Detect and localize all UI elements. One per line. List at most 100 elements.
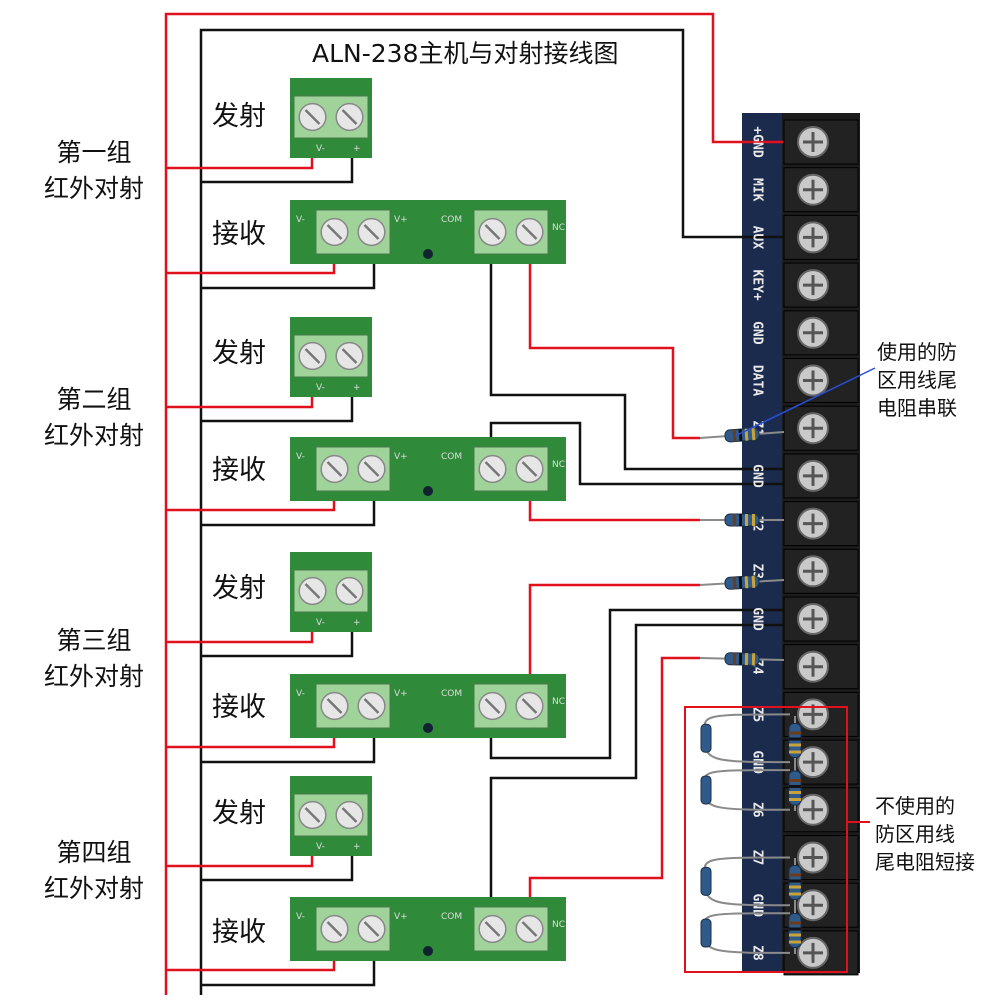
resistor-body bbox=[788, 865, 802, 900]
screw-slot bbox=[484, 224, 501, 240]
detector-boards: V-+V-+V-+V-+V-V+COMNCV-V+COMNCV-V+COMNCV… bbox=[290, 78, 566, 961]
end-of-line-resistors bbox=[699, 427, 802, 954]
terminal-label: MIK bbox=[750, 178, 765, 202]
used-note-line-2: 区用线尾 bbox=[877, 368, 957, 392]
unused-note-line-2: 防区用线 bbox=[875, 822, 955, 846]
terminal-6: Z1 bbox=[750, 405, 859, 451]
receiver-nc-label: NC bbox=[552, 223, 565, 233]
resistor-z5-short bbox=[788, 716, 802, 765]
group-2-type: 红外对射 bbox=[43, 421, 144, 450]
resistor-band bbox=[789, 798, 801, 801]
resistor-band bbox=[789, 921, 801, 925]
used-note-pointer bbox=[734, 367, 876, 437]
resistor-band bbox=[789, 791, 801, 794]
screw-slot bbox=[304, 109, 321, 125]
loop-resistor-z7 bbox=[700, 856, 791, 907]
resistor-band bbox=[789, 743, 801, 747]
receiver-nc-label: NC bbox=[552, 920, 565, 930]
resistor-band bbox=[789, 779, 801, 782]
power-bus-red bbox=[164, 12, 784, 995]
resistor-capsule bbox=[700, 866, 712, 896]
terminal-label: GND bbox=[750, 607, 765, 631]
receiver-v-minus-label: V- bbox=[296, 912, 305, 922]
transmitter-terminal-block bbox=[293, 569, 369, 613]
used-note-line-1: 使用的防 bbox=[877, 340, 957, 364]
resistor-body bbox=[700, 866, 712, 896]
screw-slot bbox=[363, 461, 380, 477]
used-note-line-3: 电阻串联 bbox=[877, 396, 957, 420]
transmitter-2-label: 发射 bbox=[212, 338, 266, 369]
board-hole bbox=[423, 486, 433, 496]
transmitter-3-label: 发射 bbox=[212, 573, 266, 604]
terminal-17: Z8 bbox=[750, 930, 859, 976]
resistor-body bbox=[788, 770, 802, 806]
resistor-band bbox=[789, 750, 801, 754]
receiver-2-label: 接收 bbox=[212, 455, 266, 486]
resistor-band bbox=[789, 927, 801, 931]
receiver-power-block bbox=[315, 906, 391, 952]
used-zone-note: 使用的防 区用线尾 电阻串联 bbox=[877, 338, 957, 422]
terminal-label: +GND bbox=[750, 126, 765, 157]
terminal-7: GND bbox=[750, 453, 859, 499]
resistor-capsule bbox=[700, 918, 712, 948]
screw-slot bbox=[341, 348, 358, 364]
power-bus-black bbox=[199, 28, 784, 995]
group-1-label: 第一组 红外对射 bbox=[24, 135, 164, 207]
screw-slot bbox=[326, 224, 343, 240]
receiver-v-plus-label: V+ bbox=[394, 215, 408, 225]
screw-slot bbox=[326, 698, 343, 714]
resistor-band bbox=[732, 576, 737, 590]
receiver-power-block bbox=[315, 446, 391, 492]
resistor-band bbox=[738, 652, 743, 665]
transmitter-v-plus-label: + bbox=[353, 144, 361, 154]
terminal-11: Z4 bbox=[750, 644, 859, 690]
wires bbox=[164, 12, 784, 995]
resistor-body bbox=[724, 427, 760, 443]
rx3-nc-to-z3 bbox=[528, 583, 700, 698]
resistor-band bbox=[751, 653, 756, 666]
terminal-label: Z3 bbox=[750, 563, 765, 579]
resistor-band bbox=[789, 737, 801, 741]
receiver-relay-block bbox=[473, 446, 549, 492]
resistor-band bbox=[789, 785, 801, 788]
terminal-housing bbox=[783, 644, 859, 690]
resistor-body bbox=[788, 913, 802, 948]
group-3-label: 第三组 红外对射 bbox=[24, 623, 164, 695]
receiver-power-block bbox=[315, 683, 391, 729]
resistor-band bbox=[752, 514, 755, 526]
board-hole bbox=[423, 946, 433, 956]
terminal-8: Z2 bbox=[750, 501, 859, 547]
resistor-band bbox=[733, 514, 736, 526]
resistor-band bbox=[751, 428, 756, 441]
unused-note-line-3: 尾电阻短接 bbox=[875, 850, 975, 874]
resistor-z2 bbox=[700, 513, 784, 527]
resistor-band bbox=[732, 429, 737, 442]
screw-slot bbox=[484, 921, 501, 937]
screw-slot bbox=[484, 698, 501, 714]
group-3-type: 红外对射 bbox=[43, 662, 144, 691]
resistor-band bbox=[789, 873, 801, 877]
receiver-com-label: COM bbox=[441, 912, 462, 922]
terminal-10: GND bbox=[750, 596, 859, 642]
transmitter-v-plus-label: + bbox=[353, 618, 361, 628]
terminal-5: DATA bbox=[750, 358, 859, 403]
receiver-relay-block bbox=[473, 683, 549, 729]
receiver-power-block bbox=[315, 209, 391, 255]
transmitter-v-plus-label: + bbox=[353, 383, 361, 393]
terminal-4: GND bbox=[750, 310, 859, 356]
screw-slot bbox=[363, 921, 380, 937]
receiver-v-minus-label: V- bbox=[296, 452, 305, 462]
group-4-type: 红外对射 bbox=[43, 874, 144, 903]
resistor-band bbox=[744, 653, 749, 666]
group-1-type: 红外对射 bbox=[43, 174, 144, 203]
screw-slot bbox=[521, 224, 538, 240]
group-2-name: 第二组 bbox=[56, 385, 132, 414]
resistor-body bbox=[700, 918, 712, 948]
receiver-4-label: 接收 bbox=[212, 917, 266, 948]
receiver-nc-label: NC bbox=[552, 697, 565, 707]
screw-slot bbox=[304, 348, 321, 364]
